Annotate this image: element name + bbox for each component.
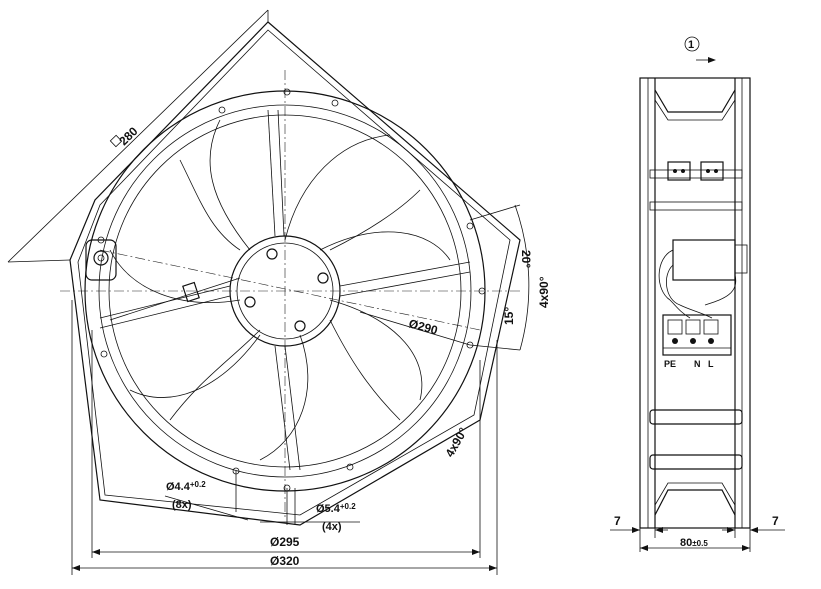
hole-dia-main: Ø4.4	[166, 481, 191, 493]
flange-left-label: 7	[614, 514, 621, 528]
svg-text:Ø5.4+0.2: Ø5.4+0.2	[316, 502, 356, 515]
angle-15-label: 15°	[502, 307, 516, 325]
mounting-lug	[85, 239, 117, 281]
hole-dia-secondary: Ø5.4	[316, 503, 341, 515]
svg-text:Ø4.4+0.2: Ø4.4+0.2	[166, 480, 206, 493]
hub-screw-icons	[244, 248, 329, 332]
cable-gland	[109, 277, 241, 321]
pitch-circle-label: Ø290	[407, 316, 439, 337]
fan-blades	[109, 119, 451, 461]
square-size-label: 280	[116, 124, 140, 148]
side-top-terminals	[667, 161, 724, 181]
capacitor	[658, 239, 748, 306]
inner-circle-label: Ø295	[270, 535, 300, 549]
dimension-square: 280	[7, 9, 269, 263]
square-housing	[69, 21, 521, 526]
front-view: 280 20° 15° 4x90° 4x90° Ø290 Ø4.4+0.2 (8…	[7, 9, 551, 575]
flow-direction-icon: 1	[684, 36, 716, 63]
dimension-depth: 7 7 80±0.5	[610, 514, 785, 552]
svg-text:80±0.5: 80±0.5	[680, 537, 708, 549]
terminal-block: PE N L	[662, 299, 732, 369]
side-view: 1	[610, 36, 785, 552]
hole-dia-main-tol: +0.2	[190, 480, 206, 489]
terminal-n-label: N	[694, 359, 701, 369]
dimension-pitch-circle: Ø290	[359, 311, 471, 346]
side-housing	[639, 77, 751, 529]
terminal-pe-label: PE	[664, 359, 676, 369]
flange-right-label: 7	[772, 514, 779, 528]
depth-label: 80	[680, 537, 692, 549]
outer-circle-label: Ø320	[270, 554, 300, 568]
angle-4x90-label-a: 4x90°	[537, 276, 551, 308]
hole-count-secondary: (4x)	[322, 521, 342, 533]
angle-4x90-label-b: 4x90°	[442, 425, 470, 459]
terminal-l-label: L	[708, 359, 714, 369]
dimension-diameters: Ø295 Ø320	[71, 300, 498, 575]
hole-count-main: (8x)	[172, 499, 192, 511]
support-struts	[99, 109, 471, 471]
hole-callout-secondary: Ø5.4+0.2 (4x)	[260, 488, 360, 533]
depth-tol-label: ±0.5	[692, 539, 708, 548]
flow-marker-number: 1	[688, 39, 694, 51]
hole-callout-main: Ø4.4+0.2 (8x)	[164, 471, 249, 521]
angle-20-label: 20°	[519, 250, 533, 268]
hole-dia-secondary-tol: +0.2	[340, 502, 356, 511]
